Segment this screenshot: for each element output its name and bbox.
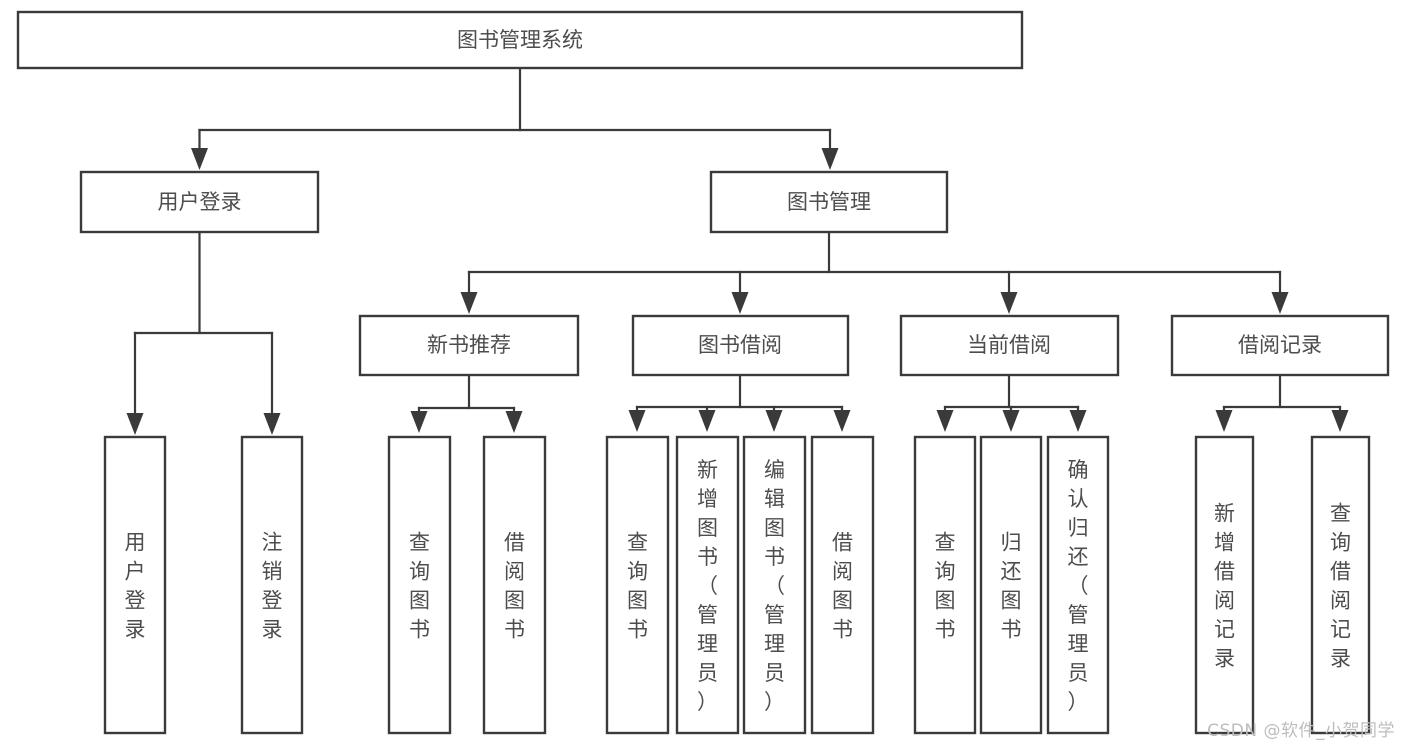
node-borrow-record-box[interactable]	[1170, 314, 1390, 377]
node-leaf-confirm-return-admin[interactable]: 确认归还（管理员）	[1046, 435, 1110, 735]
node-leaf-add-borrow-record[interactable]: 新增借阅记录	[1194, 435, 1255, 735]
connector-group-book-management	[460, 230, 1289, 314]
node-book-management[interactable]: 图书管理	[709, 170, 949, 234]
node-leaf-query-book-current-box[interactable]	[913, 435, 977, 735]
node-leaf-return-book-box[interactable]	[979, 435, 1043, 735]
node-leaf-user-login-box[interactable]	[103, 435, 167, 735]
node-root[interactable]: 图书管理系统	[16, 10, 1024, 70]
arrow-icon-to-borrow-record	[1271, 292, 1289, 314]
connector-group-current-borrow	[936, 373, 1087, 432]
node-leaf-edit-book-admin-label: 编辑图书（管理员）	[764, 458, 785, 714]
node-leaf-edit-book-admin-box[interactable]	[742, 435, 807, 735]
node-leaf-query-book-recommend-box[interactable]	[387, 435, 452, 735]
node-leaf-borrow-book-recommend[interactable]: 借阅图书	[482, 435, 547, 735]
node-leaf-query-book-recommend-label: 查询图书	[409, 531, 430, 642]
arrow-icon-leaf-add-borrow-record	[1215, 410, 1233, 432]
node-leaf-user-login[interactable]: 用户登录	[103, 435, 167, 735]
arrow-icon-to-new-book-recommend	[460, 292, 478, 314]
arrow-icon-leaf-query-book-current	[936, 410, 954, 432]
node-leaf-query-book-recommend[interactable]: 查询图书	[387, 435, 452, 735]
node-new-book-recommend[interactable]: 新书推荐	[358, 314, 580, 377]
node-leaf-logout-login-label: 注销登录	[262, 531, 283, 642]
node-user-login-box[interactable]	[79, 170, 320, 234]
node-leaf-add-book-admin-box[interactable]	[675, 435, 740, 735]
arrow-icon-leaf-query-book-recommend	[410, 411, 428, 433]
node-book-borrow[interactable]: 图书借阅	[631, 314, 850, 377]
node-book-borrow-label: 图书借阅	[698, 333, 782, 357]
node-leaf-logout-login-box[interactable]	[240, 435, 304, 735]
node-leaf-confirm-return-admin-box[interactable]	[1046, 435, 1110, 735]
node-leaf-add-borrow-record-label: 新增借阅记录	[1214, 502, 1235, 671]
arrow-icon-to-user-login	[191, 148, 208, 170]
node-leaf-borrow-book-label: 借阅图书	[832, 531, 853, 642]
arrow-icon-leaf-edit-book-admin	[765, 410, 783, 432]
connector-group-book-borrow	[628, 373, 851, 432]
node-leaf-query-book-current-label: 查询图书	[935, 531, 956, 642]
node-new-book-recommend-label: 新书推荐	[427, 333, 511, 357]
arrow-icon-to-current-borrow	[1000, 292, 1018, 314]
node-leaf-borrow-book[interactable]: 借阅图书	[810, 435, 875, 735]
arrow-icon-leaf-logout-login	[263, 413, 281, 435]
node-leaf-confirm-return-admin-label: 确认归还（管理员）	[1068, 458, 1089, 714]
node-leaf-query-book-current[interactable]: 查询图书	[913, 435, 977, 735]
node-new-book-recommend-box[interactable]	[358, 314, 580, 377]
node-leaf-add-book-admin[interactable]: 新增图书（管理员）	[675, 435, 740, 735]
arrow-icon-leaf-borrow-book	[833, 410, 851, 432]
node-leaf-edit-book-admin[interactable]: 编辑图书（管理员）	[742, 435, 807, 735]
node-book-management-label: 图书管理	[787, 190, 871, 214]
node-current-borrow[interactable]: 当前借阅	[899, 314, 1120, 377]
node-leaf-query-book-borrow-box[interactable]	[605, 435, 670, 735]
node-leaf-add-book-admin-label: 新增图书（管理员）	[697, 458, 718, 714]
node-leaf-return-book[interactable]: 归还图书	[979, 435, 1043, 735]
arrow-icon-leaf-user-login	[126, 413, 144, 435]
node-leaf-add-borrow-record-box[interactable]	[1194, 435, 1255, 735]
node-leaf-logout-login[interactable]: 注销登录	[240, 435, 304, 735]
arrow-icon-to-book-borrow	[731, 292, 749, 314]
node-leaf-borrow-book-recommend-box[interactable]	[482, 435, 547, 735]
node-root-box[interactable]	[16, 10, 1024, 70]
arrow-icon-leaf-add-book-admin	[698, 410, 716, 432]
node-root-label: 图书管理系统	[457, 28, 583, 52]
node-user-login[interactable]: 用户登录	[79, 170, 320, 234]
node-leaf-borrow-book-box[interactable]	[810, 435, 875, 735]
node-borrow-record[interactable]: 借阅记录	[1170, 314, 1390, 377]
node-leaf-query-borrow-record[interactable]: 查询借阅记录	[1310, 435, 1371, 735]
arrow-icon-leaf-return-book	[1002, 410, 1020, 432]
connector-group-new-book-recommend	[410, 373, 523, 433]
connector-group-user-login	[126, 230, 281, 435]
node-leaf-query-book-borrow[interactable]: 查询图书	[605, 435, 670, 735]
arrow-icon-to-book-management	[821, 148, 839, 170]
connector-group-borrow-record	[1215, 373, 1349, 432]
node-book-management-box[interactable]	[709, 170, 949, 234]
node-current-borrow-label: 当前借阅	[967, 333, 1051, 357]
node-leaf-query-borrow-record-label: 查询借阅记录	[1330, 502, 1351, 671]
node-current-borrow-box[interactable]	[899, 314, 1120, 377]
arrow-icon-leaf-confirm-return-admin	[1069, 410, 1087, 432]
node-leaf-query-borrow-record-box[interactable]	[1310, 435, 1371, 735]
node-leaf-borrow-book-recommend-label: 借阅图书	[504, 531, 525, 642]
node-leaf-return-book-label: 归还图书	[1001, 531, 1022, 642]
arrow-icon-leaf-query-book-borrow	[628, 410, 646, 432]
arrow-icon-leaf-query-borrow-record	[1331, 410, 1349, 432]
node-borrow-record-label: 借阅记录	[1238, 333, 1322, 357]
connector-group-root	[191, 66, 839, 170]
node-leaf-user-login-label: 用户登录	[125, 531, 146, 642]
node-book-borrow-box[interactable]	[631, 314, 850, 377]
node-user-login-label: 用户登录	[158, 190, 242, 214]
arrow-icon-leaf-borrow-book-recommend	[505, 411, 523, 433]
node-leaf-query-book-borrow-label: 查询图书	[627, 531, 648, 642]
